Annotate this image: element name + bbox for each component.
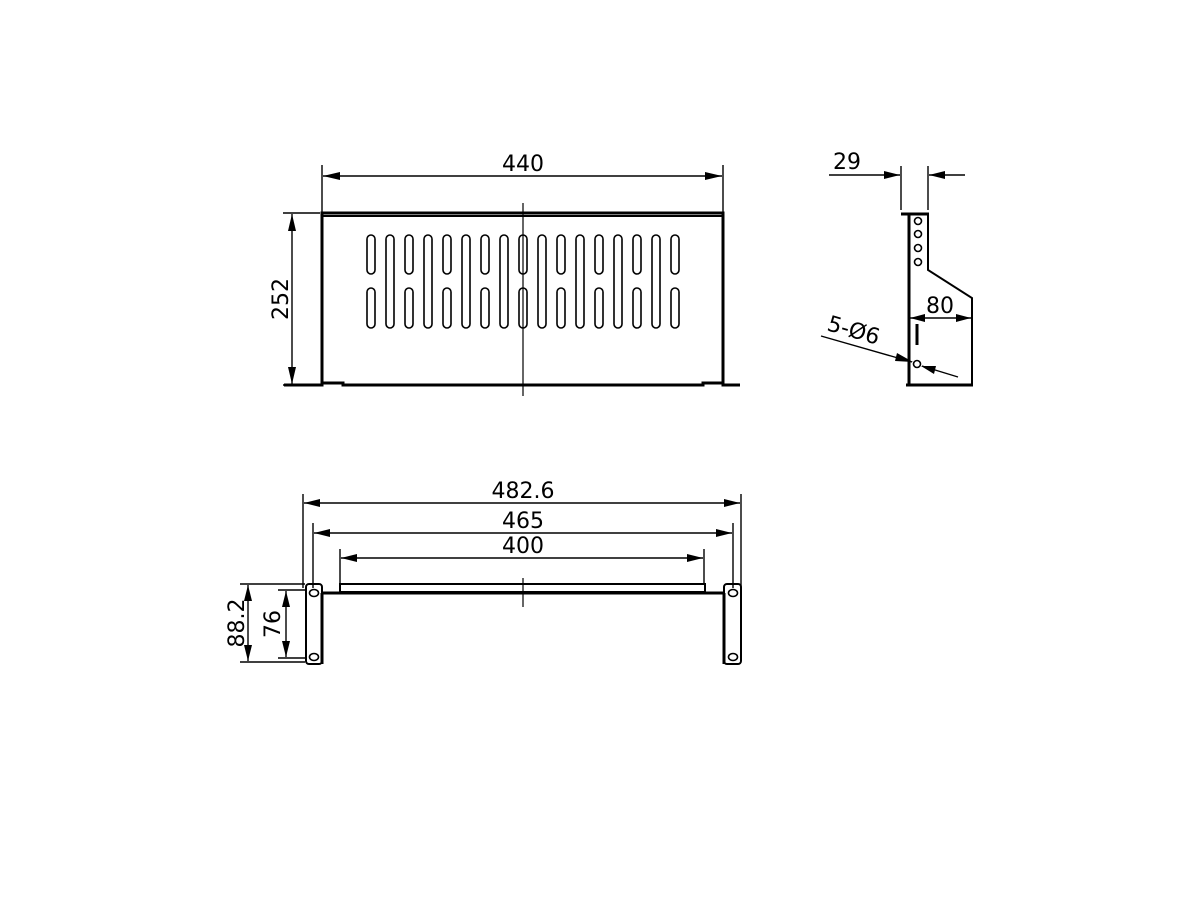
- front-view: 440 252: [269, 152, 740, 396]
- ear-hole: [308, 588, 320, 598]
- ventilation-slot: [632, 287, 642, 329]
- dimension-label-440: 440: [502, 152, 544, 177]
- dimension-shelf-400: 400: [339, 534, 705, 584]
- ventilation-slot: [632, 234, 642, 275]
- ventilation-slot: [518, 234, 528, 275]
- ventilation-slot: [385, 234, 395, 329]
- ventilation-slot: [518, 287, 528, 329]
- ventilation-slot: [594, 234, 604, 275]
- mounting-hole: [912, 359, 922, 369]
- ventilation-slot: [442, 234, 452, 275]
- ventilation-slot: [556, 287, 566, 329]
- ventilation-slot: [594, 287, 604, 329]
- ventilation-slot: [613, 234, 623, 329]
- ventilation-slot: [461, 234, 471, 329]
- ventilation-slot: [366, 287, 376, 329]
- ear-hole: [727, 652, 739, 662]
- ventilation-slot: [670, 287, 680, 329]
- dimension-height-252: 252: [269, 212, 320, 386]
- ventilation-slot: [480, 287, 490, 329]
- ventilation-slot: [651, 234, 661, 329]
- ventilation-slot: [442, 287, 452, 329]
- ventilation-slot: [366, 234, 376, 275]
- ventilation-slot: [575, 234, 585, 329]
- dimension-label-400: 400: [502, 534, 544, 559]
- top-view: 482.6 465 400 88.2: [225, 479, 742, 665]
- ventilation-slot: [423, 234, 433, 329]
- dimension-depth-80: 80: [910, 294, 971, 322]
- ear-hole: [308, 652, 320, 662]
- ventilation-slots: [366, 234, 680, 329]
- ventilation-slot: [404, 287, 414, 329]
- ear-hole: [727, 588, 739, 598]
- dimension-label-76: 76: [261, 610, 286, 638]
- mounting-hole: [913, 243, 923, 253]
- dimension-label-482-6: 482.6: [492, 479, 555, 504]
- dimension-holes-5-dia-6: 5-Ø6: [820, 312, 959, 378]
- mounting-hole: [913, 229, 923, 239]
- dimension-hole-spacing-465: 465: [312, 509, 734, 588]
- side-view: 29 80 5-Ø6: [820, 150, 973, 387]
- ventilation-slot: [556, 234, 566, 275]
- ventilation-slot: [480, 234, 490, 275]
- mounting-hole: [913, 216, 923, 226]
- ventilation-slot: [404, 234, 414, 275]
- ventilation-slot: [499, 234, 509, 329]
- mounting-hole: [913, 257, 923, 267]
- dimension-width-440: 440: [321, 152, 724, 212]
- dimension-flange-29: 29: [829, 150, 965, 210]
- dimension-label-465: 465: [502, 509, 544, 534]
- ventilation-slot: [537, 234, 547, 329]
- dimension-overall-482-6: 482.6: [302, 479, 742, 588]
- dimension-label-88-2: 88.2: [225, 599, 250, 648]
- dimension-hole-pitch-76: 76: [261, 589, 306, 659]
- dimension-label-252: 252: [269, 278, 294, 320]
- dimension-ear-height-88-2: 88.2: [225, 583, 305, 663]
- ventilation-slot: [670, 234, 680, 275]
- dimension-label-29: 29: [833, 150, 861, 175]
- dimension-label-80: 80: [926, 294, 954, 319]
